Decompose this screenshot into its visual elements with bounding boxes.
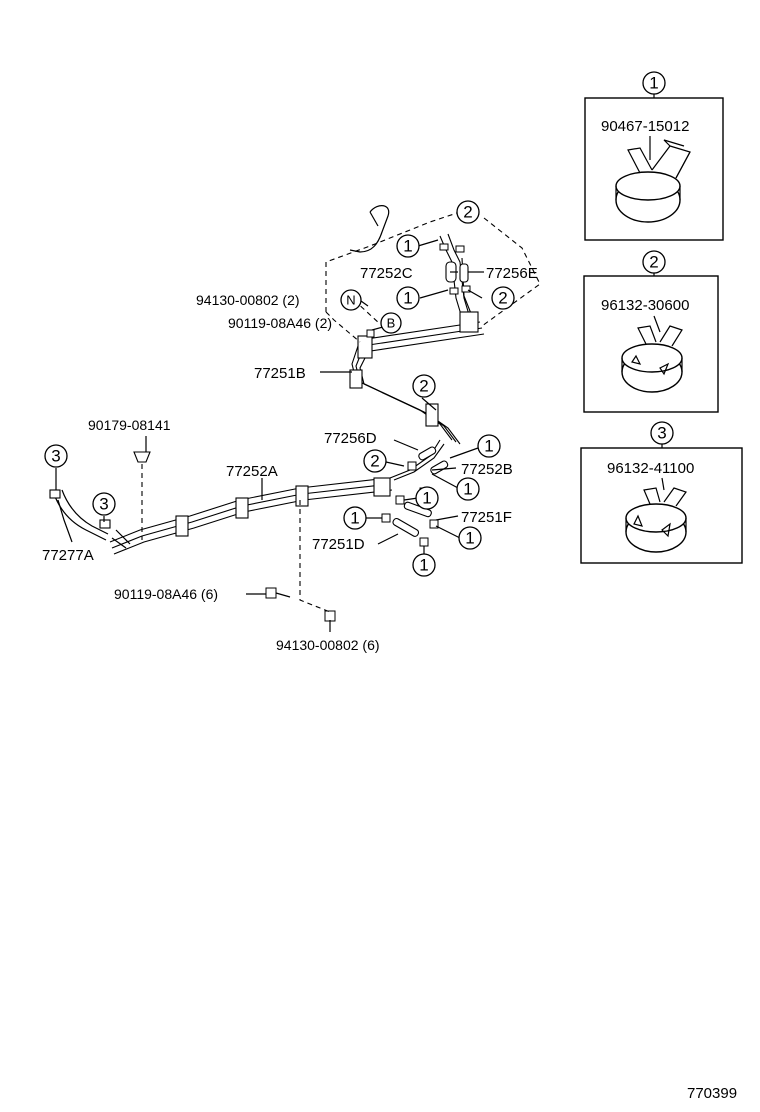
callout-1: 1 (412, 553, 436, 577)
legend-index-1: 1 (649, 74, 658, 93)
band-clamp-icon-large (625, 487, 687, 553)
svg-text:1: 1 (419, 556, 428, 575)
part-label-77251f: 77251F (461, 509, 512, 526)
svg-text:3: 3 (99, 495, 108, 514)
callout-2: 2 (456, 200, 480, 224)
clip-icon (133, 451, 151, 463)
svg-text:1: 1 (484, 437, 493, 456)
part-label-90179: 90179-08141 (88, 417, 171, 433)
svg-text:1: 1 (403, 237, 412, 256)
legend-index-3: 3 (657, 424, 666, 443)
part-label-94130-2: 94130-00802 (2) (196, 292, 300, 308)
part-label-90119-6: 90119-08A46 (6) (114, 586, 218, 602)
legend-item-3: 3 96132-41100 (580, 421, 743, 564)
callout-2: 2 (412, 374, 436, 398)
part-label-77251b: 77251B (254, 365, 306, 382)
svg-text:1: 1 (463, 480, 472, 499)
svg-text:2: 2 (498, 289, 507, 308)
legend-part-no-2: 96132-30600 (601, 297, 689, 314)
callout-3: 3 (44, 444, 68, 468)
callout-b: B (380, 312, 402, 334)
callout-3: 3 (92, 492, 116, 516)
part-label-77252c: 77252C (360, 265, 413, 282)
svg-text:3: 3 (51, 447, 60, 466)
part-label-77252a: 77252A (226, 463, 278, 480)
svg-text:2: 2 (463, 203, 472, 222)
part-label-77256e: 77256E (486, 265, 538, 282)
pipe-clamp (235, 497, 249, 519)
bolt-icon (366, 329, 375, 338)
bolt-icon (265, 587, 291, 599)
svg-text:2: 2 (370, 452, 379, 471)
legend-item-2: 2 96132-30600 (583, 250, 719, 413)
guide-lines (141, 211, 541, 613)
part-label-90119-2: 90119-08A46 (2) (228, 315, 332, 331)
svg-text:2: 2 (419, 377, 428, 396)
legend-item-1: 1 90467-15012 (584, 71, 724, 241)
part-label-94130-6: 94130-00802 (6) (276, 637, 380, 653)
callout-1: 1 (415, 486, 439, 510)
callout-1: 1 (343, 506, 367, 530)
pipe-clamp (357, 335, 373, 359)
svg-text:N: N (346, 293, 355, 308)
callout-1: 1 (456, 477, 480, 501)
legend-part-no-3: 96132-41100 (607, 460, 694, 477)
part-label-77251d: 77251D (312, 536, 365, 553)
part-label-77256d: 77256D (324, 430, 377, 447)
diagram-id: 770399 (687, 1085, 737, 1102)
legend-index-2: 2 (649, 253, 658, 272)
svg-text:1: 1 (403, 289, 412, 308)
pipe-clamp (175, 515, 189, 537)
callout-2: 2 (363, 449, 387, 473)
callout-n: N (340, 289, 362, 311)
legend-part-no-1: 90467-15012 (601, 118, 689, 135)
wire-clamp-icon (615, 139, 691, 223)
callout-2: 2 (491, 286, 515, 310)
callout-1: 1 (396, 234, 420, 258)
svg-text:1: 1 (465, 529, 474, 548)
pipe-clamp (295, 485, 309, 507)
callout-1: 1 (477, 434, 501, 458)
svg-text:1: 1 (422, 489, 431, 508)
pipe-clamp (349, 369, 363, 389)
brake-line-assembly (49, 205, 485, 622)
callout-1: 1 (396, 286, 420, 310)
pipe-clamp (373, 477, 391, 497)
callout-1: 1 (458, 526, 482, 550)
svg-text:1: 1 (350, 509, 359, 528)
pipe-clamp (459, 311, 479, 333)
part-label-77252b: 77252B (461, 461, 513, 478)
part-label-77277a: 77277A (42, 547, 94, 564)
band-clamp-icon-small (621, 325, 683, 393)
nut-icon (324, 610, 336, 622)
svg-text:B: B (387, 316, 396, 331)
